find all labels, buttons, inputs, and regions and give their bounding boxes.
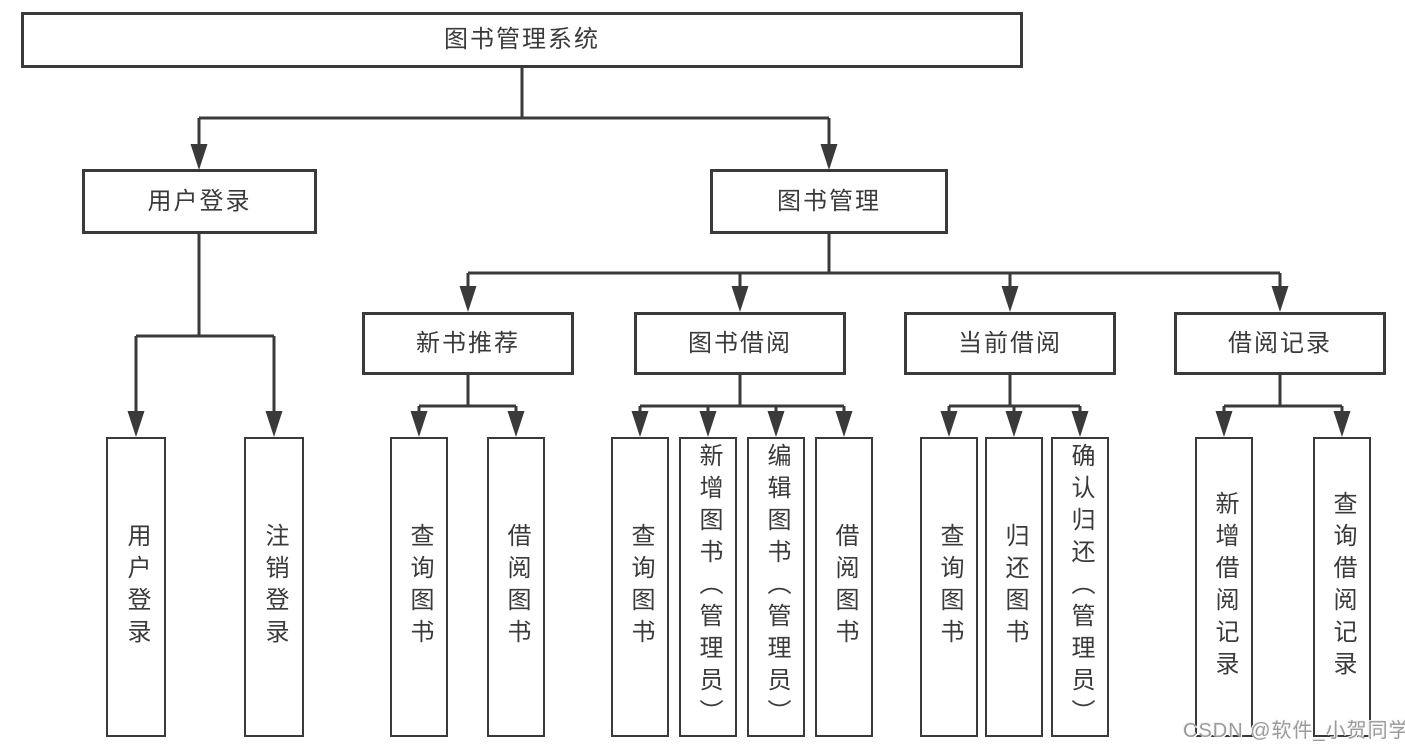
node-root-label: 图书管理系统: [444, 26, 600, 53]
leaf-borrow-edit: 编辑图书（管理员）: [747, 437, 805, 737]
leaf-record-add-label: 新增借阅记录: [1211, 491, 1238, 683]
leaf-borrow-add: 新增图书（管理员）: [679, 437, 737, 737]
leaf-current-confirm-label: 确认归还（管理员）: [1067, 443, 1094, 731]
connector-current-borrow-to-leaves: [940, 375, 1089, 437]
node-book-mgmt: 图书管理: [710, 169, 948, 234]
node-current-borrow: 当前借阅: [904, 312, 1116, 375]
connector-root-to-level2: [190, 68, 838, 170]
node-borrow-record: 借阅记录: [1174, 312, 1386, 375]
leaf-user-login-label: 用户登录: [123, 523, 150, 651]
csdn-watermark: CSDN @软件_小贺同学: [1183, 720, 1405, 742]
leaf-logout: 注销登录: [244, 437, 304, 737]
connector-book-borrow-to-leaves: [631, 375, 853, 437]
connector-user-login-to-leaves: [127, 234, 283, 437]
leaf-newbook-query-label: 查询图书: [406, 523, 433, 651]
leaf-borrow-edit-label: 编辑图书（管理员）: [763, 443, 790, 731]
leaf-borrow-query: 查询图书: [611, 437, 669, 737]
leaf-newbook-borrow-label: 借阅图书: [503, 523, 530, 651]
node-book-mgmt-label: 图书管理: [777, 187, 881, 215]
leaf-current-return-label: 归还图书: [1001, 523, 1028, 651]
connector-borrow-record-to-leaves: [1215, 375, 1351, 437]
leaf-borrow-add-label: 新增图书（管理员）: [695, 443, 722, 731]
node-borrow-record-label: 借阅记录: [1228, 329, 1332, 357]
leaf-borrow-borrow-label: 借阅图书: [831, 523, 858, 651]
leaf-record-add: 新增借阅记录: [1195, 437, 1253, 737]
connector-new-book-rec-to-leaves: [410, 375, 525, 437]
node-book-borrow: 图书借阅: [634, 312, 846, 375]
node-user-login: 用户登录: [82, 169, 317, 234]
node-current-borrow-label: 当前借阅: [958, 329, 1062, 357]
leaf-borrow-query-label: 查询图书: [627, 523, 654, 651]
leaf-user-login: 用户登录: [106, 437, 166, 737]
leaf-current-confirm: 确认归还（管理员）: [1051, 437, 1109, 737]
node-book-borrow-label: 图书借阅: [688, 329, 792, 357]
leaf-record-query: 查询借阅记录: [1313, 437, 1371, 737]
node-new-book-rec: 新书推荐: [362, 312, 574, 375]
leaf-newbook-borrow: 借阅图书: [487, 437, 545, 737]
leaf-record-query-label: 查询借阅记录: [1329, 491, 1356, 683]
leaf-logout-label: 注销登录: [261, 523, 288, 651]
node-root: 图书管理系统: [21, 12, 1023, 68]
leaf-borrow-borrow: 借阅图书: [815, 437, 873, 737]
leaf-current-return: 归还图书: [985, 437, 1043, 737]
connector-book-mgmt-to-level3: [459, 233, 1289, 312]
leaf-current-query-label: 查询图书: [936, 523, 963, 651]
leaf-current-query: 查询图书: [920, 437, 978, 737]
leaf-newbook-query: 查询图书: [390, 437, 448, 737]
node-user-login-label: 用户登录: [147, 187, 252, 215]
node-new-book-rec-label: 新书推荐: [416, 329, 520, 357]
